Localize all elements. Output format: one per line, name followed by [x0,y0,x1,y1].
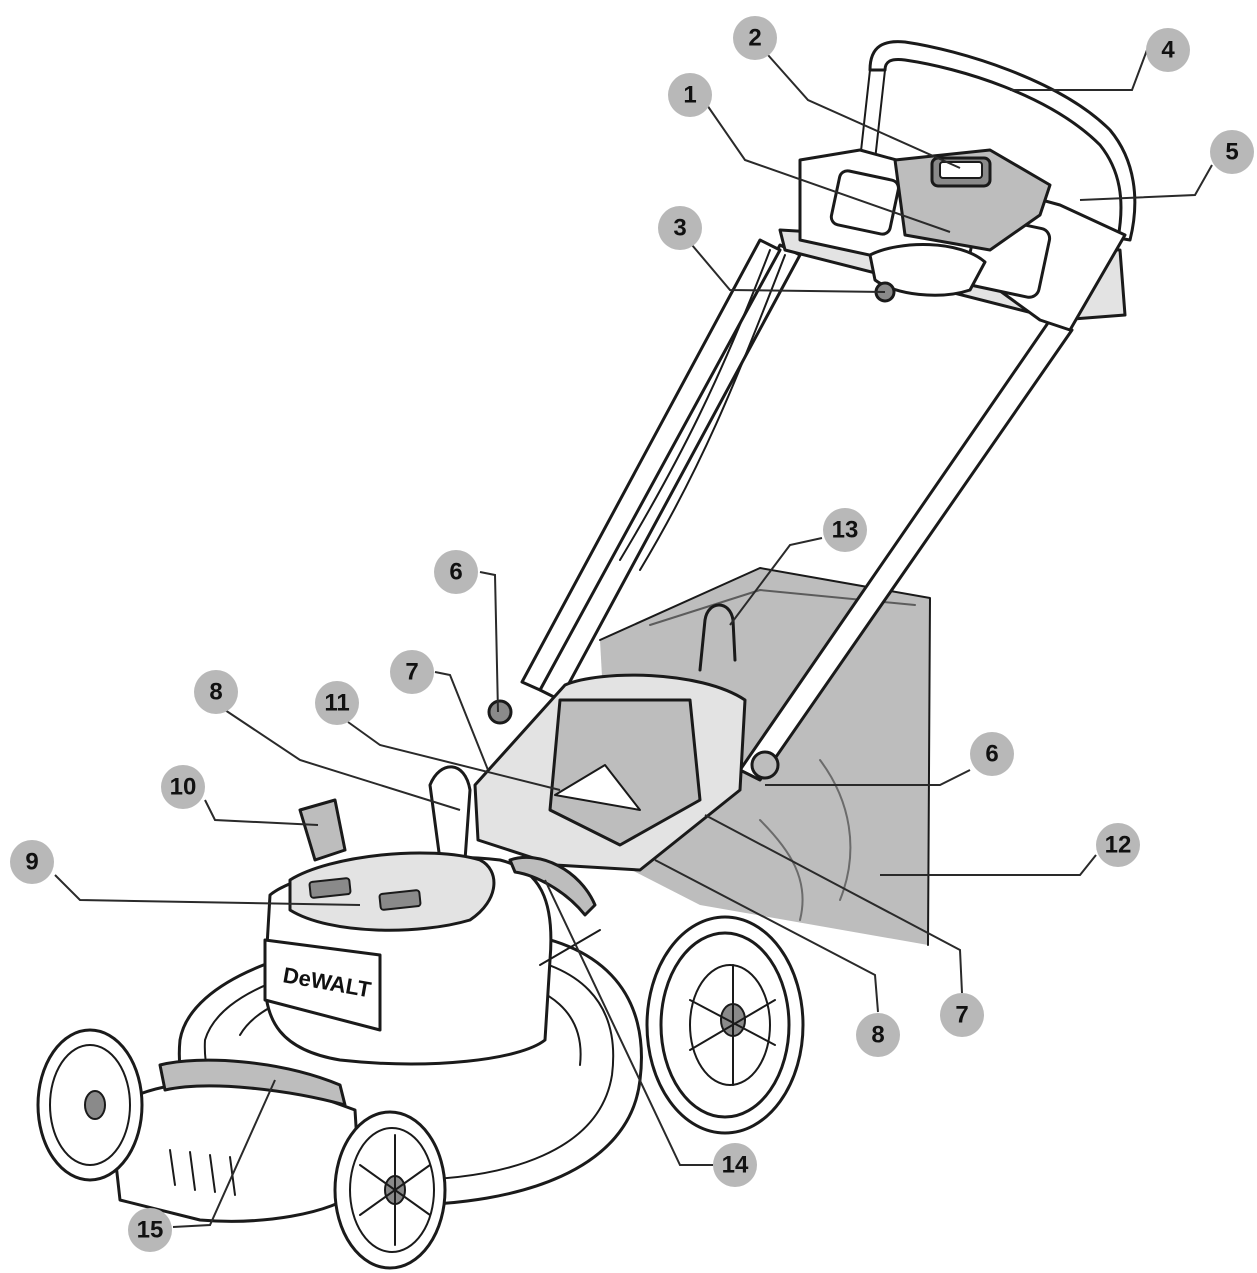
callout-11: 11 [315,681,359,725]
leader-5 [1079,164,1213,201]
svg-text:8: 8 [209,679,222,706]
svg-text:7: 7 [405,659,418,686]
rear-flap [428,603,780,872]
leader-12 [880,854,1097,876]
svg-text:3: 3 [673,215,686,242]
callout-8b: 8 [856,1013,900,1057]
svg-text:13: 13 [832,517,859,544]
callout-10: 10 [161,765,205,809]
svg-text:2: 2 [748,25,761,52]
callout-15: 15 [128,1208,172,1252]
leader-14 [544,879,713,1166]
callout-1: 1 [668,73,712,117]
svg-text:14: 14 [722,1152,749,1179]
svg-text:10: 10 [170,774,197,801]
svg-text:7: 7 [955,1002,968,1029]
callout-13: 13 [823,508,867,552]
callout-9: 9 [10,840,54,884]
callout-2: 2 [733,16,777,60]
callouts: 1 2 3 4 5 6 6 7 7 8 8 9 10 11 12 13 14 1… [10,16,1254,1252]
callout-12: 12 [1096,823,1140,867]
callout-6a: 6 [434,550,478,594]
front-assembly [36,1028,447,1270]
leader-7a [434,671,489,771]
leader-13 [729,537,823,626]
callout-7a: 7 [390,650,434,694]
svg-text:12: 12 [1105,832,1132,859]
svg-text:5: 5 [1225,139,1238,166]
leader-lines [54,49,1213,1228]
callout-6b: 6 [970,732,1014,776]
rear-wheel [645,915,805,1135]
leader-10 [204,799,319,826]
svg-text:1: 1 [683,82,696,109]
svg-text:4: 4 [1161,37,1175,64]
callout-14: 14 [713,1143,757,1187]
leader-15 [172,1079,276,1228]
leader-9 [54,874,361,906]
leader-2 [767,54,961,169]
leader-1 [706,104,951,233]
leader-11 [347,721,561,791]
callout-8a: 8 [194,670,238,714]
callout-5: 5 [1210,130,1254,174]
leader-7b [704,814,963,994]
leader-4 [1010,49,1148,91]
svg-text:9: 9 [25,849,38,876]
leader-6b [765,769,971,786]
svg-text:6: 6 [985,741,998,768]
motor-housing: DeWALT [263,798,601,1066]
leader-8a [224,709,461,811]
leader-6a [479,571,499,713]
callout-4: 4 [1146,28,1190,72]
leader-8b [654,859,879,1013]
leader-3 [691,244,886,293]
svg-text:11: 11 [324,690,349,717]
callout-3: 3 [658,206,702,250]
svg-text:15: 15 [137,1217,164,1244]
svg-text:6: 6 [449,559,462,586]
svg-text:8: 8 [871,1022,884,1049]
callout-7b: 7 [940,993,984,1037]
